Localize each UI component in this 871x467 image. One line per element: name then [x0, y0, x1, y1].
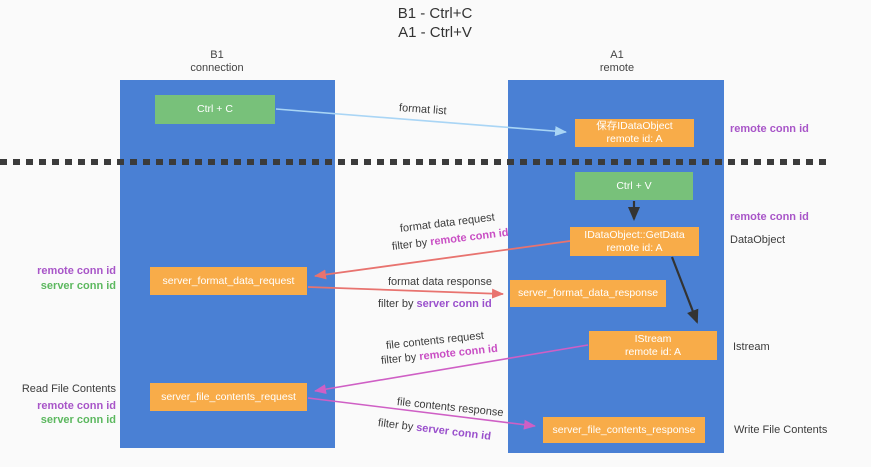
server-conn-id-highlight: server conn id — [415, 421, 492, 443]
istream-line2: remote id: A — [624, 345, 682, 358]
left-server-conn-id-top: server conn id — [40, 280, 116, 292]
box-ctrl-c: Ctrl + C — [155, 95, 275, 124]
left-remote-conn-id-bottom: remote conn id — [37, 400, 116, 412]
right-istream-label: Istream — [733, 341, 770, 353]
istream-line1: IStream — [634, 332, 672, 345]
right-write-file-contents-label: Write File Contents — [734, 424, 828, 436]
server-conn-id-highlight: server conn id — [416, 298, 492, 310]
getdata-line2: remote id: A — [606, 241, 663, 254]
filter-prefix: filter by — [380, 351, 420, 367]
ctrl-v-label: Ctrl + V — [616, 179, 652, 192]
box-server-file-contents-request: server_file_contents_request — [150, 383, 307, 411]
lane-header-a1: A1 remote — [557, 49, 677, 75]
box-server-format-data-response: server_format_data_response — [510, 280, 666, 307]
box-save-idataobject: 保存IDataObject remote id: A — [575, 119, 694, 147]
clipboard-boundary-dashed-line — [0, 159, 830, 165]
server-format-data-response-label: server_format_data_response — [517, 287, 659, 299]
arrow-format-data-response — [307, 286, 504, 299]
filter-prefix: filter by — [391, 236, 431, 253]
server-file-contents-request-label: server_file_contents_request — [161, 390, 296, 403]
box-idataobject-getdata: IDataObject::GetData remote id: A — [570, 227, 699, 256]
right-remote-conn-id-mid: remote conn id — [730, 211, 809, 223]
server-format-data-request-label: server_format_data_request — [162, 274, 295, 287]
save-idataobject-line2: remote id: A — [606, 133, 663, 145]
lane-header-b1: B1 connection — [157, 49, 277, 75]
title-line-1: B1 - Ctrl+C — [397, 5, 473, 22]
box-server-file-contents-response: server_file_contents_response — [543, 417, 705, 443]
box-ctrl-v: Ctrl + V — [575, 172, 693, 200]
left-server-conn-id-bottom: server conn id — [40, 414, 116, 426]
lane-a1-name: A1 — [610, 49, 624, 61]
title-line-2: A1 - Ctrl+V — [398, 24, 472, 41]
label-filter-server-1: filter by server conn id — [378, 298, 492, 310]
left-remote-conn-id-top: remote conn id — [37, 265, 116, 277]
lane-a1-subtitle: remote — [599, 62, 635, 74]
save-idataobject-line1: 保存IDataObject — [596, 120, 673, 132]
right-remote-conn-id-top: remote conn id — [730, 123, 809, 135]
server-file-contents-response-label: server_file_contents_response — [552, 423, 696, 436]
box-server-format-data-request: server_format_data_request — [150, 267, 307, 295]
label-format-data-response: format data response — [388, 276, 492, 288]
remote-conn-id-highlight: remote conn id — [429, 226, 510, 249]
ctrl-c-label: Ctrl + C — [197, 103, 233, 115]
filter-prefix: filter by — [377, 417, 417, 434]
getdata-line1: IDataObject::GetData — [584, 228, 685, 241]
filter-prefix: filter by — [378, 298, 417, 310]
lane-b1-name: B1 — [210, 49, 224, 61]
right-dataobject-label: DataObject — [730, 234, 786, 246]
left-read-file-contents-label: Read File Contents — [21, 383, 116, 395]
label-filter-server-2: filter by server conn id — [377, 417, 491, 443]
diagram-title: B1 - Ctrl+C A1 - Ctrl+V — [300, 4, 570, 42]
label-format-list: format list — [398, 102, 447, 118]
label-file-contents-response: file contents response — [396, 396, 505, 420]
box-istream: IStream remote id: A — [589, 331, 717, 360]
lane-b1-subtitle: connection — [190, 62, 244, 74]
